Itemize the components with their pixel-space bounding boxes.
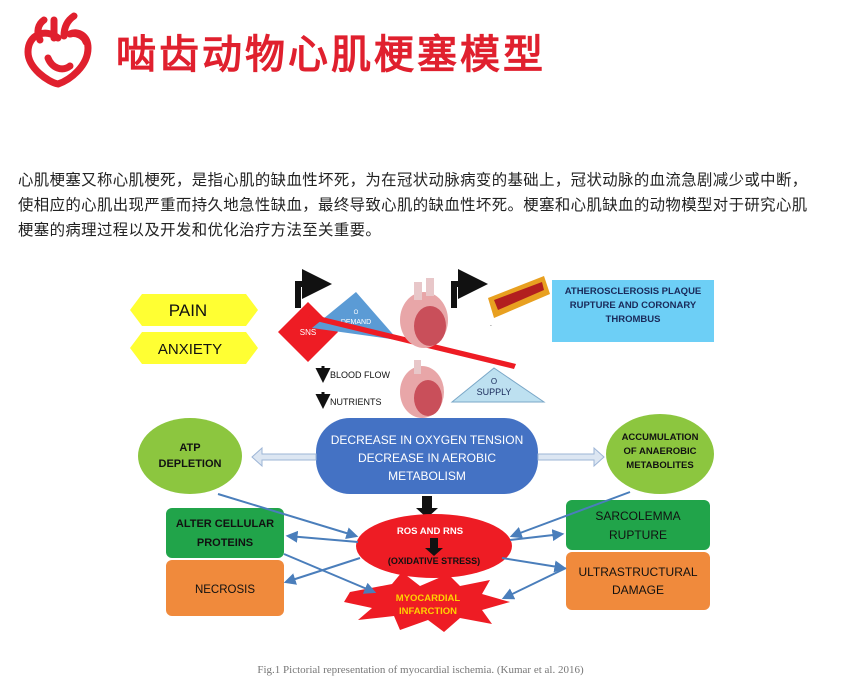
anxiety-label: ANXIETY	[158, 341, 222, 358]
ros-line2: (OXIDATIVE STRESS)	[388, 556, 480, 566]
accum-line2: OF ANAEROBIC	[623, 446, 696, 457]
arrow-atp-ros	[217, 493, 359, 539]
heart-icon	[24, 12, 92, 88]
athero-line1: ATHEROSCLEROSIS PLAQUE	[565, 286, 702, 297]
arrow-to-atp	[251, 446, 317, 468]
accumulation-oval	[606, 414, 714, 494]
myocardial-infarction-burst	[344, 572, 510, 632]
necrosis-box	[166, 560, 284, 616]
sarcolemma-box	[566, 500, 710, 550]
header: 啮齿动物心肌梗塞模型	[18, 8, 818, 88]
accum-line1: ACCUMULATION	[622, 432, 699, 443]
ros-line1: ROS AND RNS	[397, 526, 463, 537]
arrow-ros-alter	[285, 530, 359, 543]
heart-illustration-bottom	[400, 360, 444, 418]
arrow-necrosis-mi	[283, 557, 361, 585]
mi-line2: INFARCTION	[399, 606, 457, 617]
decrease-oxygen-box	[316, 418, 538, 494]
sns-label: SNS	[300, 328, 316, 337]
ultra-line1: ULTRASTRUCTURAL	[578, 565, 697, 579]
ultra-line2: DAMAGE	[612, 583, 664, 597]
accum-line3: METABOLITES	[626, 460, 693, 471]
intro-paragraph: 心肌梗塞又称心肌梗死，是指心肌的缺血性坏死，为在冠状动脉病变的基础上，冠状动脉的…	[18, 171, 808, 239]
decrease-line1: DECREASE IN OXYGEN TENSION	[331, 433, 524, 447]
arrow-ros-inner	[425, 538, 443, 556]
ultrastructural-box	[566, 552, 710, 610]
atp-depletion-oval	[138, 418, 242, 494]
arrow-to-accum	[537, 446, 605, 468]
necrosis-label: NECROSIS	[195, 584, 255, 596]
heart-arrow	[451, 269, 488, 308]
decrease-line3: METABOLISM	[388, 469, 466, 483]
alter-line2: PROTEINS	[197, 537, 253, 549]
alter-cellular-box	[166, 508, 284, 558]
arrow-ros-ultra	[501, 557, 567, 573]
o2-supply-triangle	[450, 367, 546, 403]
atp-line1: ATP	[179, 442, 200, 454]
pain-shape	[130, 294, 258, 326]
page-title: 啮齿动物心肌梗塞模型	[116, 32, 546, 78]
alter-line1: ALTER CELLULAR	[176, 518, 274, 530]
heart-illustration-top	[400, 278, 448, 348]
o2-demand-triangle	[312, 292, 398, 340]
nutrients-label: NUTRIENTS	[330, 397, 382, 407]
arrow-ros-sarco	[509, 529, 565, 542]
sns-diamond	[278, 302, 338, 362]
o2-demand-o: O	[354, 310, 359, 316]
athero-line3: THROMBUS	[606, 314, 661, 325]
o2-supply-label: SUPPLY	[477, 387, 512, 397]
blood-flow-label: BLOOD FLOW	[330, 370, 391, 380]
arrow-alter-mi	[283, 553, 377, 594]
sarco-line1: SARCOLEMMA	[595, 509, 680, 523]
figure-caption: Fig.1 Pictorial representation of myocar…	[257, 664, 584, 676]
mi-line1: MYOCARDIAL	[396, 593, 461, 604]
o2-supply-o: O	[491, 377, 497, 386]
artery-illustration	[488, 276, 550, 318]
arrow-accum-ros	[509, 491, 631, 539]
arrow-ultra-mi	[501, 567, 567, 600]
o2-demand-label: DEMAND	[341, 319, 371, 326]
ischemia-diagram: PAIN ANXIETY SNS O DEMAND . ATHEROSCLERO…	[130, 269, 714, 632]
athero-line2: RUPTURE AND CORONARY	[570, 300, 697, 311]
atp-line2: DEPLETION	[159, 458, 222, 470]
anxiety-shape	[130, 332, 258, 364]
decrease-line2: DECREASE IN AEROBIC	[358, 451, 496, 465]
pain-label: PAIN	[169, 301, 207, 320]
dot-mark: .	[490, 321, 492, 328]
sns-arrow	[295, 269, 332, 308]
arrow-to-ros	[416, 496, 438, 518]
atherosclerosis-box	[552, 280, 714, 342]
sarco-line2: RUPTURE	[609, 528, 667, 542]
